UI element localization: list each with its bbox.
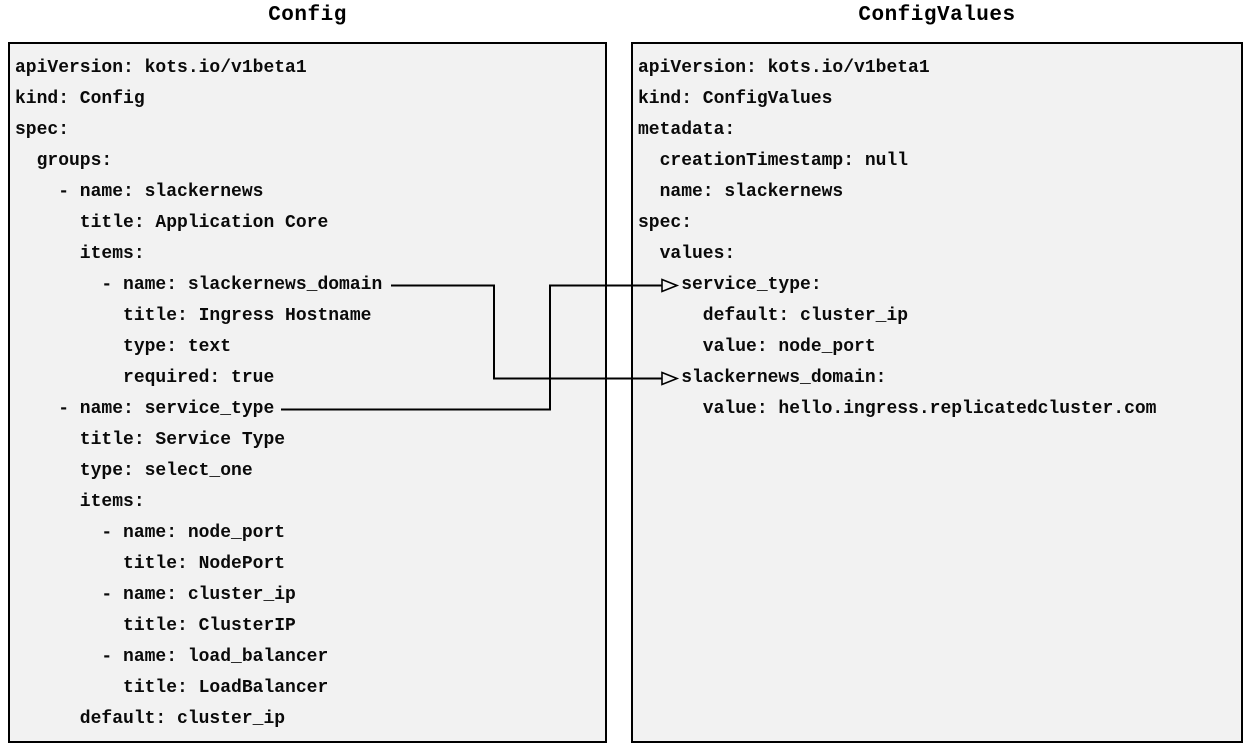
configvalues-yaml-code: apiVersion: kots.io/v1beta1 kind: Config… xyxy=(638,58,1157,419)
configvalues-panel-title: ConfigValues xyxy=(858,4,1016,27)
configvalues-panel: apiVersion: kots.io/v1beta1 kind: Config… xyxy=(631,42,1243,743)
config-panel: apiVersion: kots.io/v1beta1 kind: Config… xyxy=(8,42,607,743)
config-panel-title: Config xyxy=(268,4,347,27)
config-yaml-code: apiVersion: kots.io/v1beta1 kind: Config… xyxy=(15,58,383,729)
